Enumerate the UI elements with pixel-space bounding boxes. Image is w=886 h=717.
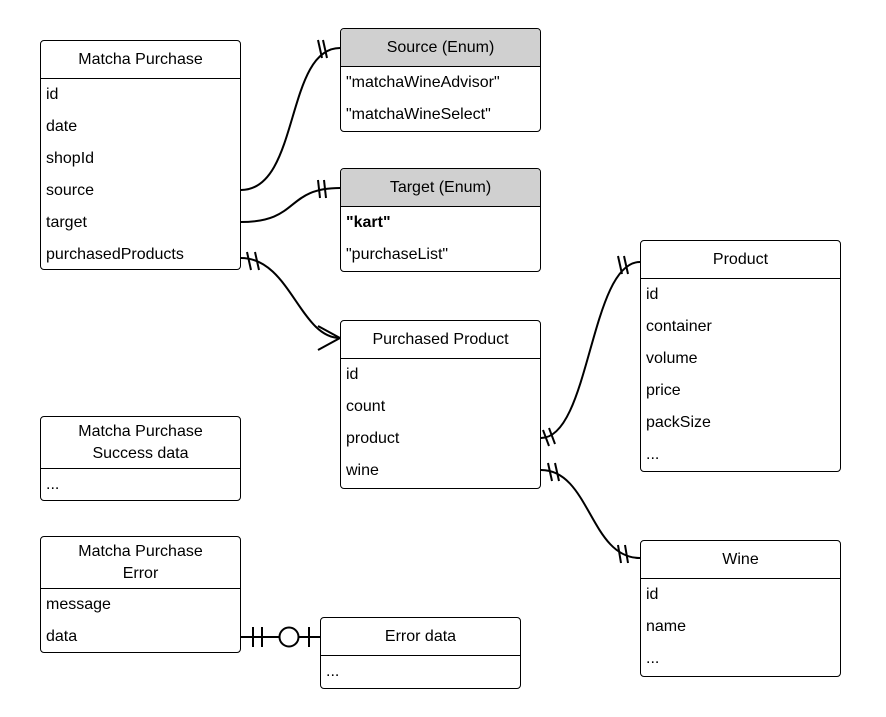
enum-value: "purchaseList" bbox=[346, 246, 449, 263]
field-pack-size: packSize bbox=[646, 414, 711, 431]
connector-target-to-target-enum bbox=[240, 187, 341, 223]
enum-value: "matchaWineSelect" bbox=[346, 106, 491, 123]
entity-title-line: Error bbox=[122, 564, 159, 582]
field-count: count bbox=[346, 398, 386, 415]
connector-product-to-product bbox=[540, 261, 641, 439]
entity-error[interactable]: Matcha Purchase Error message data bbox=[40, 536, 241, 653]
entity-target-enum[interactable]: Target (Enum) "kart" "purchaseList" bbox=[340, 168, 541, 272]
entity-purchased-product[interactable]: Purchased Product id count product wine bbox=[340, 320, 541, 489]
connector-source-to-source-enum bbox=[240, 47, 341, 191]
field-date: date bbox=[46, 118, 78, 135]
field-id: id bbox=[646, 286, 659, 303]
entity-title: Target (Enum) bbox=[341, 169, 540, 207]
entity-title: Error data bbox=[321, 618, 520, 656]
field-ellipsis: ... bbox=[646, 446, 660, 463]
entity-title: Wine bbox=[641, 541, 840, 579]
field-ellipsis: ... bbox=[646, 650, 660, 667]
connector-purchased-products bbox=[240, 257, 341, 339]
enum-value-default: "kart" bbox=[346, 214, 391, 231]
field-name: name bbox=[646, 618, 687, 635]
field-purchased-products: purchasedProducts bbox=[46, 246, 184, 263]
entity-success-data[interactable]: Matcha Purchase Success data ... bbox=[40, 416, 241, 501]
entity-title: Matcha Purchase Success data bbox=[41, 417, 240, 469]
field-shop-id: shopId bbox=[46, 150, 95, 167]
entity-title-line: Matcha Purchase bbox=[78, 422, 203, 440]
entity-title: Source (Enum) bbox=[341, 29, 540, 67]
field-container: container bbox=[646, 318, 712, 335]
field-id: id bbox=[646, 586, 659, 603]
entity-source-enum[interactable]: Source (Enum) "matchaWineAdvisor" "match… bbox=[340, 28, 541, 132]
field-id: id bbox=[346, 366, 359, 383]
entity-error-data[interactable]: Error data ... bbox=[320, 617, 521, 689]
connector-wine-to-wine bbox=[540, 469, 641, 559]
entity-title: Matcha Purchase bbox=[41, 41, 240, 79]
field-price: price bbox=[646, 382, 681, 399]
field-product: product bbox=[346, 430, 400, 447]
entity-matcha-purchase[interactable]: Matcha Purchase id date shopId source ta… bbox=[40, 40, 241, 270]
field-source: source bbox=[46, 182, 95, 199]
field-message: message bbox=[46, 596, 111, 613]
enum-value: "matchaWineAdvisor" bbox=[346, 74, 500, 91]
entity-title-line: Matcha Purchase bbox=[78, 542, 203, 560]
field-data: data bbox=[46, 628, 78, 645]
entity-title: Product bbox=[641, 241, 840, 279]
field-id: id bbox=[46, 86, 59, 103]
field-volume: volume bbox=[646, 350, 698, 367]
field-target: target bbox=[46, 214, 87, 231]
entity-title: Matcha Purchase Error bbox=[41, 537, 240, 589]
entity-product[interactable]: Product id container volume price packSi… bbox=[640, 240, 841, 472]
field-wine: wine bbox=[346, 462, 379, 479]
field-ellipsis: ... bbox=[46, 476, 60, 493]
entity-wine[interactable]: Wine id name ... bbox=[640, 540, 841, 677]
entity-title-line: Success data bbox=[92, 444, 189, 462]
field-ellipsis: ... bbox=[326, 663, 340, 680]
entity-title: Purchased Product bbox=[341, 321, 540, 359]
